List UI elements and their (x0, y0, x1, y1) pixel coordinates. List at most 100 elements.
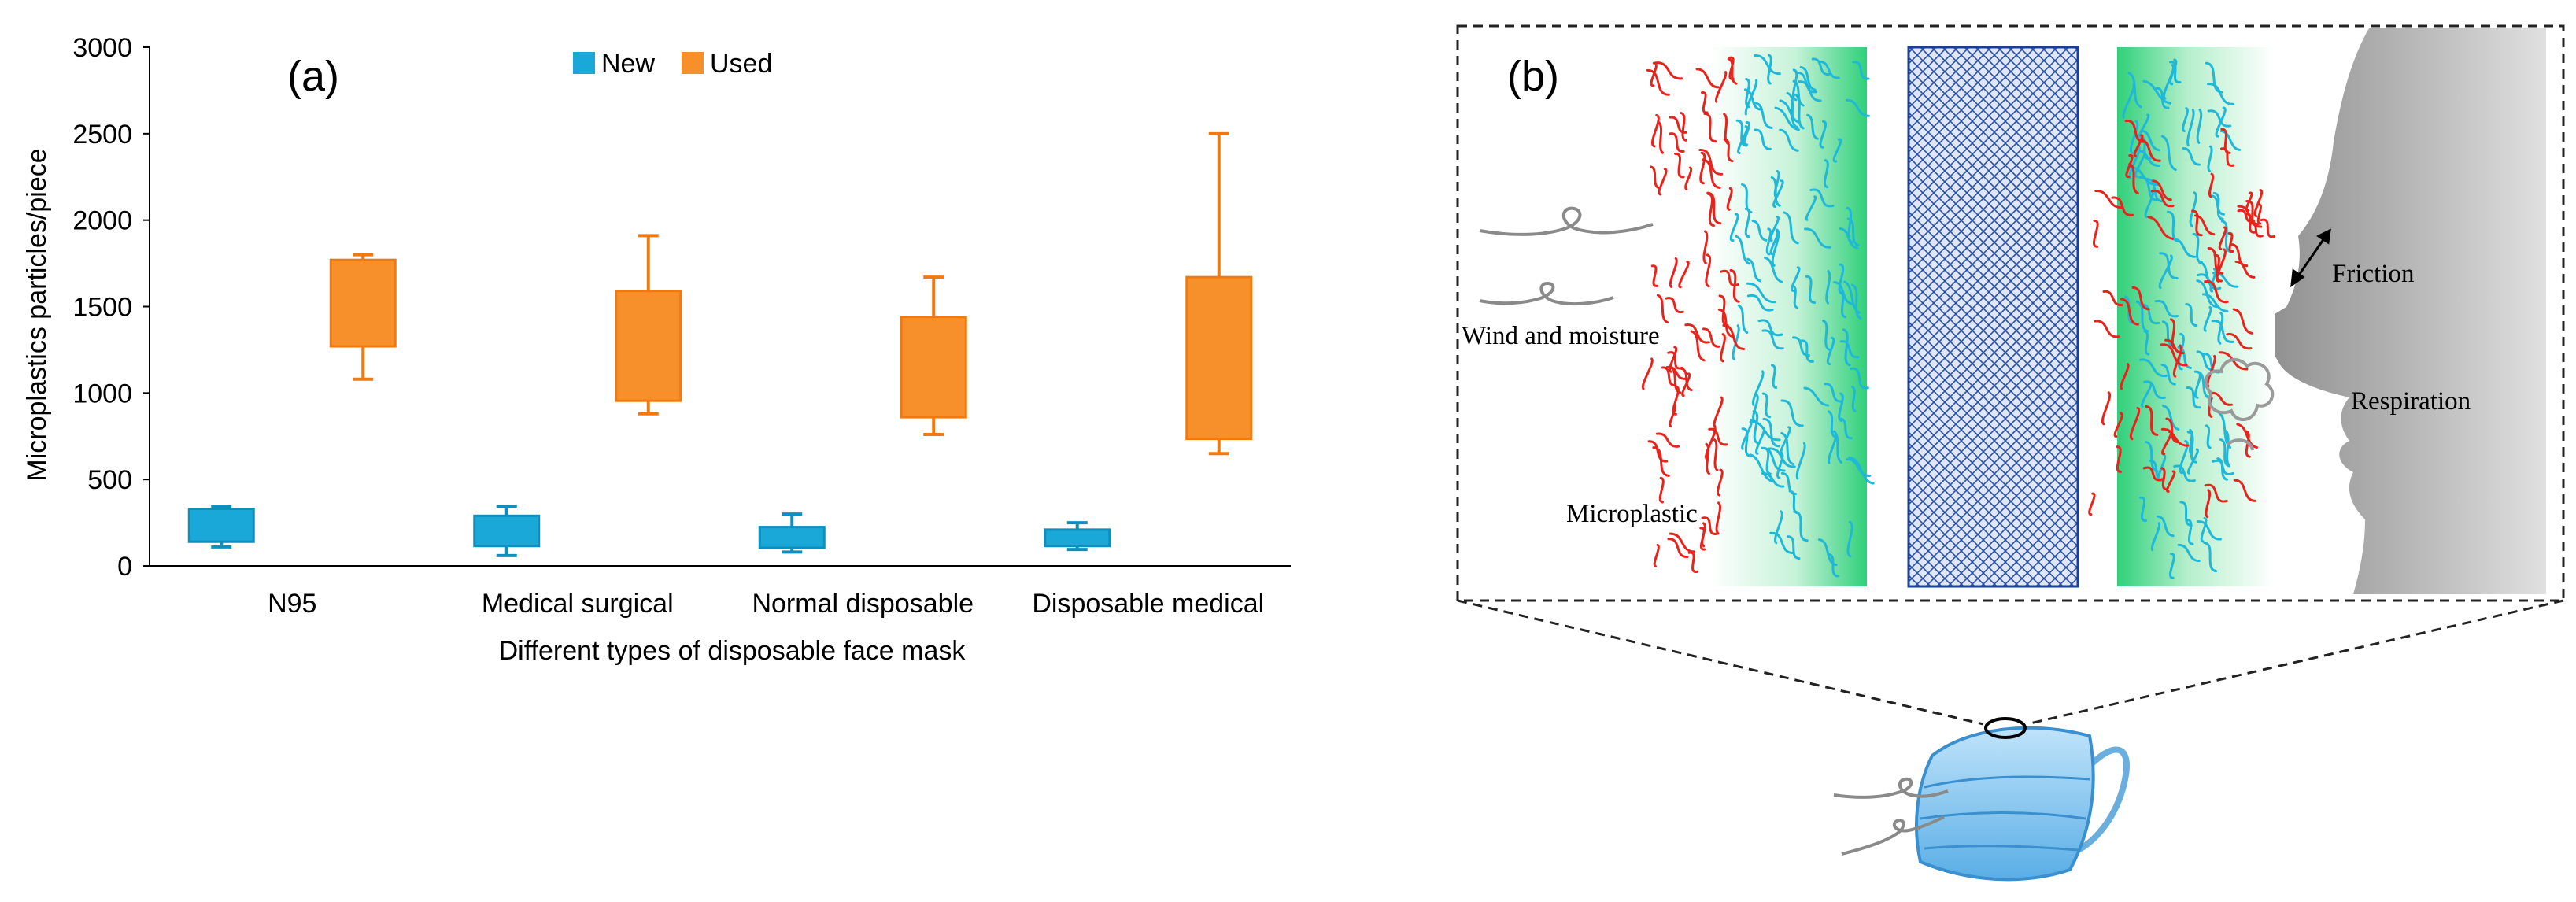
fiber-red (2209, 391, 2233, 406)
x-tick-label: N95 (268, 589, 316, 619)
fiber-blue (2162, 405, 2180, 431)
fiber-blue (2179, 501, 2193, 527)
fiber-blue (2143, 330, 2150, 356)
fiber-red (2216, 248, 2227, 283)
label-friction: Friction (2332, 260, 2415, 288)
fiber-blue (1754, 128, 1772, 150)
fiber-red (1656, 294, 1669, 323)
fiber-blue (1828, 410, 1836, 438)
fiber-red (1715, 71, 1728, 103)
fiber-blue (1819, 120, 1827, 149)
fiber-blue (1803, 386, 1830, 407)
fiber-red (2164, 338, 2185, 355)
fiber-blue (1824, 383, 1843, 403)
fiber-blue (1827, 336, 1835, 366)
fiber-blue (1798, 80, 1822, 102)
fiber-red (2120, 298, 2139, 326)
fiber-blue (1761, 446, 1786, 472)
y-tick-label: 1000 (72, 379, 132, 408)
fiber-red (1699, 151, 1706, 185)
fiber-blue (1770, 364, 1778, 390)
fiber-blue (1804, 227, 1831, 249)
fiber-red (2232, 308, 2253, 335)
label-respiration: Respiration (2351, 387, 2471, 416)
panel-b-label: (b) (1507, 53, 1559, 100)
fiber-blue (1823, 159, 1829, 189)
fiber-red (2088, 492, 2096, 516)
fiber-red (1646, 68, 1670, 96)
legend-label-used: Used (710, 49, 772, 79)
panel-a-label: (a) (287, 53, 339, 100)
fiber-blue (1751, 370, 1765, 406)
fiber-blue (2192, 232, 2203, 264)
fiber-red (2248, 222, 2264, 238)
legend-swatch-new (573, 52, 595, 74)
fiber-blue (2217, 312, 2224, 345)
box-body (329, 258, 397, 348)
fiber-blue (1741, 427, 1752, 457)
fiber-blue (1842, 328, 1851, 367)
fiber-blue (1770, 176, 1781, 207)
fiber-red (1699, 527, 1706, 551)
fiber-blue (1799, 65, 1817, 91)
fiber-blue (1746, 282, 1776, 304)
fiber-blue (1821, 319, 1831, 351)
fiber-blue (1746, 257, 1762, 283)
label-microplastic: Microplastic (1566, 500, 1698, 528)
fiber-blue (2211, 320, 2234, 343)
fiber-red (1678, 260, 1690, 289)
y-tick-label: 1500 (72, 293, 132, 323)
fiber-red (1653, 543, 1660, 568)
fiber-blue (2182, 107, 2189, 133)
fiber-red (1706, 191, 1722, 225)
y-axis-label: Microplastics particles/piece (22, 148, 52, 481)
fiber-blue (1832, 430, 1842, 464)
fiber-blue (2207, 109, 2232, 128)
fiber-red (1726, 187, 1733, 211)
fiber-blue (1838, 392, 1844, 422)
microplastic-fibers (1641, 54, 2276, 579)
fiber-blue (1764, 256, 1783, 283)
fiber-red (1713, 438, 1719, 471)
box-used (900, 275, 967, 437)
fiber-blue (2185, 303, 2198, 327)
fiber-blue (1765, 227, 1772, 256)
legend-swatch-used (682, 52, 704, 74)
fiber-red (2152, 179, 2172, 201)
filter-mesh-layer (1907, 46, 2079, 588)
fiber-red (2260, 218, 2276, 238)
fiber-blue (2140, 129, 2161, 152)
fiber-blue (2135, 300, 2149, 333)
fiber-blue (1795, 442, 1806, 480)
fiber-red (1715, 501, 1722, 535)
y-tick-label: 0 (117, 552, 132, 582)
fiber-red (2133, 134, 2144, 157)
fiber-red (2213, 253, 2223, 283)
fiber-red (1729, 268, 1740, 303)
fiber-red (2102, 290, 2123, 306)
fiber-blue (1786, 91, 1799, 129)
fiber-blue (2130, 120, 2139, 154)
fiber-blue (1735, 119, 1748, 147)
fiber-red (1658, 168, 1668, 196)
fiber-blue (2168, 553, 2175, 579)
fiber-blue (1779, 128, 1799, 152)
fiber-red (1669, 132, 1685, 153)
x-tick-label: Disposable medical (1032, 589, 1264, 619)
fiber-red (2205, 489, 2211, 519)
y-tick-label: 2500 (72, 120, 132, 150)
fiber-red (1665, 297, 1684, 313)
fiber-red (1687, 551, 1699, 573)
x-tick-label: Normal disposable (752, 589, 974, 619)
fiber-blue (2186, 109, 2195, 147)
fiber-red (1658, 121, 1665, 154)
fiber-blue (2127, 72, 2142, 109)
fiber-blue (2209, 268, 2217, 293)
fiber-red (1717, 468, 1724, 497)
fiber-blue (1843, 280, 1861, 314)
fiber-red (1658, 476, 1665, 504)
fiber-blue (2196, 108, 2203, 144)
fiber-red (1701, 516, 1719, 535)
fiber-red (1654, 61, 1683, 80)
fiber-blue (2207, 145, 2213, 172)
